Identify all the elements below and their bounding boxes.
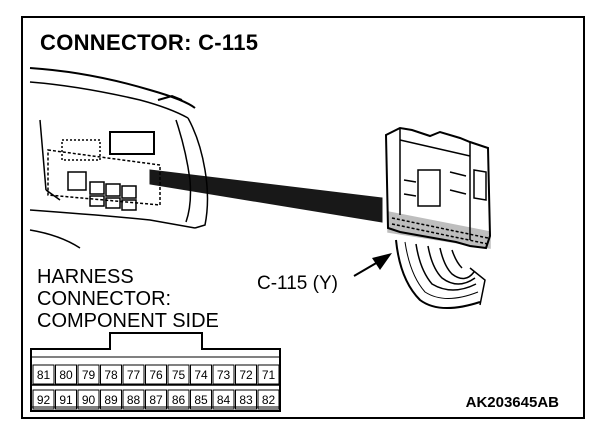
- harness-label-line2: CONNECTOR:: [37, 288, 172, 310]
- dashboard-illustration: [29, 67, 209, 249]
- pin-number: 75: [171, 368, 186, 382]
- pin-cell: [55, 389, 77, 410]
- pin-number: 82: [261, 393, 276, 407]
- pin-number: 87: [149, 393, 163, 407]
- pin-number: 86: [171, 393, 186, 407]
- pin-cell: [32, 364, 55, 385]
- pin-number: 76: [149, 368, 163, 382]
- pin-cell: [212, 389, 235, 410]
- connector-pinout-outline: [30, 332, 281, 412]
- pin-cell: [212, 364, 235, 385]
- pin-cell: [235, 364, 257, 385]
- pin-number: 91: [59, 393, 73, 407]
- pin-number: 83: [239, 393, 253, 407]
- pin-number: 77: [126, 368, 141, 382]
- pin-number: 85: [194, 393, 208, 407]
- pin-number: 73: [216, 368, 231, 382]
- diagram-frame: CONNECTOR: C-115 HARNESS CONNECTOR: COMP…: [21, 16, 585, 419]
- harness-label-line3: COMPONENT SIDE: [37, 310, 219, 332]
- pin-number: 78: [104, 368, 118, 382]
- pin-cell: [257, 389, 280, 410]
- pin-cell: [167, 364, 190, 385]
- connector-callout-label: C-115 (Y): [257, 273, 338, 294]
- pin-number: 80: [59, 368, 73, 382]
- pin-number: 81: [36, 368, 51, 382]
- pin-number: 92: [36, 393, 51, 407]
- pin-cell: [190, 389, 212, 410]
- pin-number: 72: [239, 368, 253, 382]
- pin-cell: [122, 364, 145, 385]
- pin-cell: [55, 364, 77, 385]
- pin-number: 74: [194, 368, 208, 382]
- pin-cell: [122, 389, 145, 410]
- pin-number: 71: [261, 368, 276, 382]
- pin-number: 90: [81, 393, 96, 407]
- component-illustration: [384, 126, 492, 310]
- pointer-beam: [149, 169, 383, 223]
- pin-number: 84: [216, 393, 231, 407]
- pin-cell: [257, 364, 280, 385]
- pin-cell: [167, 389, 190, 410]
- pin-cell: [145, 364, 167, 385]
- harness-label-line1: HARNESS: [37, 266, 134, 288]
- pin-cell: [100, 389, 122, 410]
- connector-pin-grid: [32, 364, 280, 410]
- pin-cell: [190, 364, 212, 385]
- callout-arrow: [353, 253, 392, 277]
- harness-connector-label: HARNESS CONNECTOR: COMPONENT SIDE: [37, 266, 219, 332]
- pin-number: 88: [126, 393, 141, 407]
- pin-number: 89: [104, 393, 118, 407]
- pin-cell: [32, 389, 55, 410]
- diagram-title: CONNECTOR: C-115: [40, 30, 259, 55]
- pin-number: 79: [81, 368, 96, 382]
- figure-code: AK203645AB: [465, 394, 559, 411]
- pin-cell: [77, 364, 100, 385]
- pin-cell: [145, 389, 167, 410]
- pin-cell: [235, 389, 257, 410]
- pin-cell: [100, 364, 122, 385]
- pin-cell: [77, 389, 100, 410]
